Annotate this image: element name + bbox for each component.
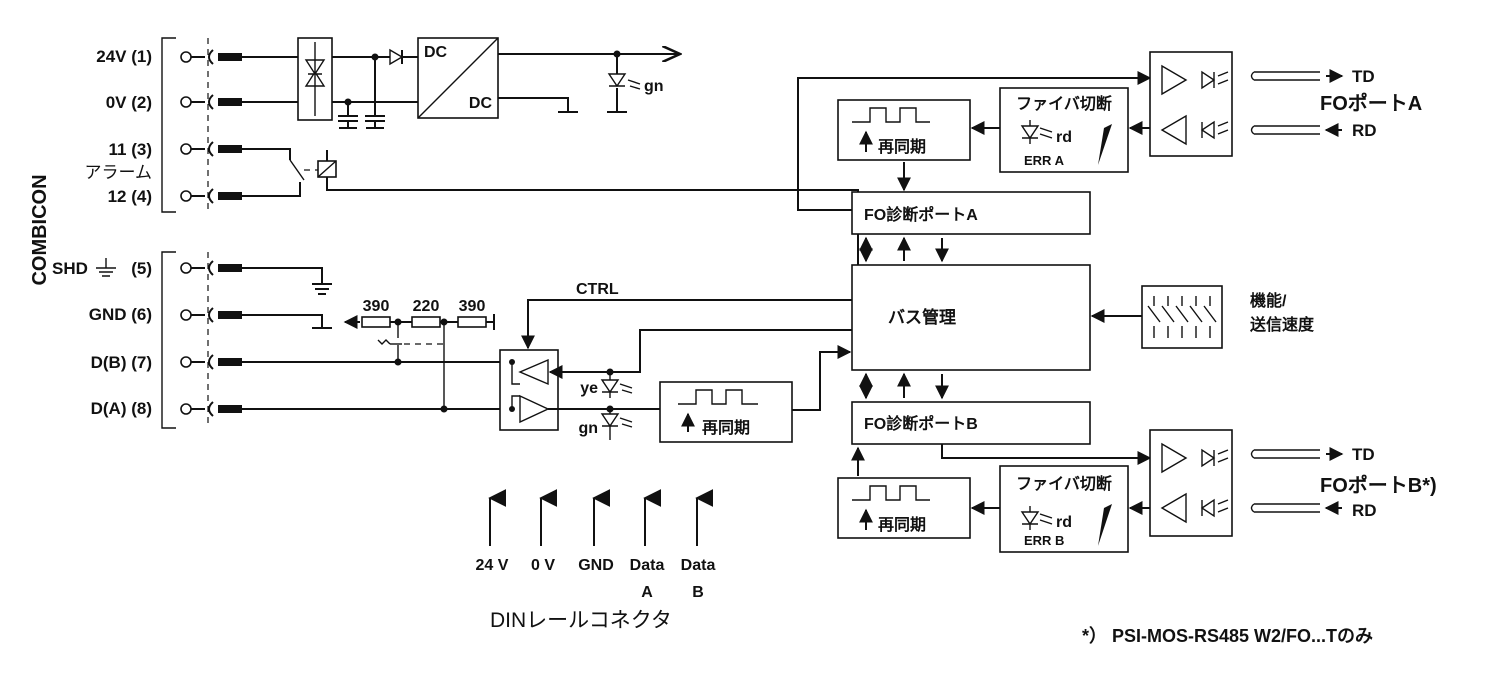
terminal-label-5-number: (5) bbox=[131, 259, 152, 278]
dc-dc-converter bbox=[417, 37, 499, 119]
alarm-relay bbox=[242, 148, 859, 265]
resync-block-mid bbox=[659, 381, 793, 443]
fo-port-a-optics bbox=[1149, 51, 1233, 157]
fiber-break-b-label: ファイバ切断 bbox=[1016, 474, 1112, 493]
din-pin-24v: 24 V bbox=[476, 557, 509, 574]
fo-diag-port-b-label: FO診断ポートB bbox=[864, 414, 978, 433]
diag-a-bus-arrows bbox=[859, 236, 949, 263]
fo-diag-port-b-block bbox=[851, 401, 1091, 445]
din-pin-gnd: GND bbox=[578, 557, 614, 574]
din-pin-data-a: Data bbox=[630, 557, 665, 574]
diag-b-bus-arrows bbox=[859, 372, 949, 400]
shield-ground-icon bbox=[96, 258, 116, 277]
resync-a-label: 再同期 bbox=[878, 137, 926, 156]
ctrl-label: CTRL bbox=[576, 281, 619, 298]
fiber-break-b-rd: rd bbox=[1056, 514, 1072, 531]
fiber-cable-a-tx bbox=[1250, 69, 1344, 83]
diag-a-to-fiber-tx bbox=[797, 71, 1152, 211]
ye-led-icon bbox=[600, 372, 633, 398]
fiber-cable-a-rx bbox=[1250, 123, 1342, 137]
resync-block-b bbox=[837, 477, 971, 539]
din-rail-title: DINレールコネクタ bbox=[490, 609, 672, 632]
fo-port-a-label: FOポートA bbox=[1320, 91, 1422, 115]
ctrl-line bbox=[521, 299, 852, 350]
err-a-label: ERR A bbox=[1024, 153, 1065, 168]
bus-management-label: バス管理 bbox=[888, 307, 956, 327]
dc-converter-output-label: DC bbox=[469, 95, 493, 112]
din-rail-arrows bbox=[488, 489, 714, 546]
terminal-label-2: 0V (2) bbox=[106, 93, 152, 112]
fo-diag-port-a-block bbox=[851, 191, 1091, 235]
terminal-label-6: GND (6) bbox=[89, 305, 152, 324]
fiber-break-a-block bbox=[999, 87, 1129, 173]
resync-b-label: 再同期 bbox=[878, 515, 926, 534]
terminal-label-1: 24V (1) bbox=[96, 47, 152, 66]
din-pin-data-b-sub: B bbox=[692, 584, 704, 601]
gn-led-label: gn bbox=[578, 420, 598, 437]
power-input-wiring bbox=[242, 37, 418, 129]
resistor-390-left: 390 bbox=[363, 298, 390, 315]
termination-network bbox=[343, 314, 495, 413]
din-pin-0v: 0 V bbox=[531, 557, 555, 574]
bus-management-block bbox=[851, 264, 1091, 371]
rs485-transceiver bbox=[242, 349, 559, 431]
fiber-break-a-label: ファイバ切断 bbox=[1016, 94, 1112, 113]
alarm-label: アラーム bbox=[85, 163, 153, 182]
fiber-break-a-rd: rd bbox=[1056, 129, 1072, 146]
function-label-2: 送信速度 bbox=[1249, 315, 1315, 334]
power-output-wiring bbox=[498, 51, 680, 113]
rd-b-label: RD bbox=[1352, 501, 1377, 520]
fo-port-b-optics bbox=[1149, 429, 1233, 537]
power-led-icon bbox=[607, 73, 641, 90]
rd-a-label: RD bbox=[1352, 121, 1377, 140]
td-b-label: TD bbox=[1352, 445, 1375, 464]
dc-converter-input-label: DC bbox=[424, 44, 448, 61]
terminal-label-5: SHD bbox=[52, 259, 88, 278]
function-switches bbox=[1141, 285, 1223, 349]
terminal-label-7: D(B) (7) bbox=[91, 353, 152, 372]
resync-block-a bbox=[837, 99, 971, 161]
power-led-label: gn bbox=[644, 78, 664, 95]
resistor-390-right: 390 bbox=[459, 298, 486, 315]
diag-b-to-fiber-tx bbox=[941, 444, 1152, 465]
gn-led-icon bbox=[600, 409, 633, 440]
fiber-cable-b-rx bbox=[1250, 501, 1342, 515]
din-pin-data-a-sub: A bbox=[641, 584, 653, 601]
terminal-label-3: 11 (3) bbox=[109, 140, 152, 159]
resync-mid-label: 再同期 bbox=[702, 418, 750, 437]
function-label-1: 機能/ bbox=[1250, 291, 1287, 310]
resistor-220: 220 bbox=[413, 298, 440, 315]
terminal-bracket-bottom bbox=[161, 251, 209, 429]
combicon-label: COMBICON bbox=[29, 174, 51, 285]
fiber-cable-b-tx bbox=[1250, 447, 1344, 461]
ye-led-label: ye bbox=[580, 380, 598, 397]
resync-mid-to-bus bbox=[792, 345, 852, 411]
td-a-label: TD bbox=[1352, 67, 1375, 86]
din-pin-data-b: Data bbox=[681, 557, 716, 574]
terminal-label-4: 12 (4) bbox=[108, 187, 152, 206]
err-b-label: ERR B bbox=[1024, 533, 1064, 548]
footnote: *） PSI-MOS-RS485 W2/FO...Tのみ bbox=[1082, 626, 1373, 646]
terminal-bracket-top bbox=[161, 37, 209, 213]
terminal-screws bbox=[180, 49, 242, 417]
fiber-break-b-block bbox=[999, 465, 1129, 553]
fo-port-b-label: FOポートB*) bbox=[1320, 473, 1437, 497]
fo-diag-port-a-label: FO診断ポートA bbox=[864, 205, 978, 224]
shield-ground-wiring bbox=[242, 267, 332, 329]
terminal-label-8: D(A) (8) bbox=[91, 399, 152, 418]
